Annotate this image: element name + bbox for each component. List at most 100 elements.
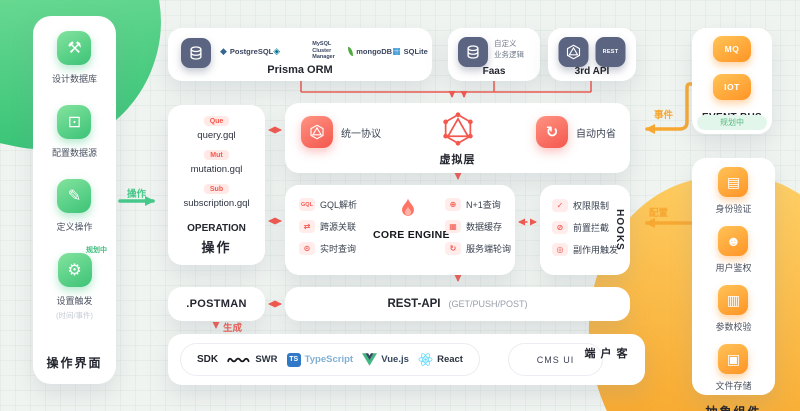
magnifier-icon: ⊕ [445,198,461,211]
feature-label: 服务端轮询 [466,244,512,254]
database-icon [458,37,488,67]
icon-glyph: ⚒ [67,40,82,57]
logo-label: MySQL Cluster Manager [312,41,335,61]
mongodb-logo: mongoDB [348,46,393,56]
panel-item-define-operation: ✎ 定义操作 [56,179,93,233]
rest-badge-label: REST [602,49,619,55]
iot-badge: IOT [713,74,751,100]
client-side-title: 客户端 [583,346,627,361]
storage-icon: ▣ [718,344,749,374]
feature-label: 跨源关联 [320,222,357,232]
postman-title: .POSTMAN [186,298,247,310]
feature-label: 数据缓存 [466,222,503,232]
introspection-refresh-icon: ↻ [536,116,568,148]
panel-item-label: 设置触发 [56,296,93,306]
query-badge: Que [203,116,230,126]
bar-chart-icon: ▥ [718,285,749,315]
icon-glyph: ↻ [545,124,559,141]
subscription-badge: Sub [203,184,230,194]
virtual-layer-card: 统一协议 ↻ 自动内省 虚拟层 [285,103,630,173]
target-icon: ◎ [552,243,568,256]
feature-n1-query: ⊕N+1查询 [445,198,511,211]
operation-card: Que query.gql Mut mutation.gql Sub subsc… [168,105,265,265]
icon-glyph: ▤ [726,173,741,190]
rest-api-methods: (GET/PUSH/POST) [448,299,528,309]
gql-badge-icon: GQL [299,198,315,211]
faas-card: 自定义 业务逻辑 Faas [448,28,540,81]
feature-label: GQL解析 [320,200,358,210]
unified-protocol-feature: 统一协议 [301,116,381,148]
third-api-icons: REST [558,37,626,67]
panel-item-label: 配置数据源 [51,148,97,158]
panel-item-set-trigger: 规划中 ⚙ 设置触发 (时间/事件) [55,247,107,321]
abstract-item-label: 身份验证 [715,204,752,214]
operation-panel-card: ⚒ 设计数据库 ⊡ 配置数据源 ✎ 定义操作 规划中 ⚙ 设置触发 (时间/事件… [33,16,116,384]
feature-pre-intercept: ⊘前置拦截 [552,221,618,234]
arrow-label-config: 配置 [649,208,669,219]
icon-glyph: ⚙ [67,262,82,279]
graphql-protocol-icon [301,116,333,148]
react-label: React [437,354,463,365]
icon-glyph: ☻ [726,233,741,249]
abstract-components-card: ▤ 身份验证 ☻ 用户鉴权 ▥ 参数校验 ▣ 文件存储 抽象组件 [692,158,775,411]
prisma-card-title: Prisma ORM [267,64,333,76]
core-engine-title: CORE ENGINE [373,229,450,241]
database-logos: ◆PostgreSQL ◈ MySQL Cluster Manager mongo… [220,36,428,66]
flame-icon [402,198,414,216]
abstract-components-title: 抽象组件 [705,403,761,411]
mutation-badge: Mut [204,150,229,160]
left-panel-title: 操作界面 [46,356,103,370]
panel-item-config-source: ⊡ 配置数据源 [52,105,97,159]
abstract-item-param-check: ▥ 参数校验 [715,285,752,333]
icon-glyph: ▣ [726,350,741,367]
graphql-logo [439,110,477,153]
vue-icon [362,353,378,366]
sdk-label: SDK [197,354,219,365]
abstract-item-label: 用户鉴权 [715,263,752,273]
panel-item-label: 设计数据库 [51,74,97,84]
third-api-card: REST 3rd API [548,28,636,81]
arrow-label-generate: 生成 [223,323,243,334]
gear-icon: ⚙ [57,253,92,287]
react-logo: React [418,352,463,367]
faas-title: Faas [482,66,506,77]
auto-introspection-label: 自动内省 [576,128,616,140]
logo-label: SQLite [403,46,428,56]
cache-grid-icon: ▦ [445,220,461,233]
icon-glyph: ▥ [726,291,741,308]
client-libs-pill: SDK SWR TS TypeScript Vue.js [180,343,480,376]
abstract-item-label: 参数校验 [715,322,752,332]
mongodb-leaf-icon [348,46,354,56]
logo-label: mongoDB [356,46,393,56]
postgresql-logo: ◆PostgreSQL [220,46,274,56]
feature-label: 副作用触发 [573,245,619,255]
pencil-icon: ✎ [57,179,92,213]
unified-protocol-label: 统一协议 [341,128,381,140]
sqlite-icon: ▦ [392,45,401,56]
prisma-orm-card: ◆PostgreSQL ◈ MySQL Cluster Manager mongo… [168,28,432,81]
virtual-layer-title: 虚拟层 [439,154,476,166]
abstract-item-file-storage: ▣ 文件存储 [715,344,752,392]
hooks-title: HOOKS [614,209,625,251]
event-bus-card: MQ IOT EVENT BUS 规划中 [692,28,772,134]
vue-label: Vue.js [381,354,409,365]
faas-note-line2: 业务逻辑 [494,49,524,59]
live-query-icon: ⊙ [299,242,315,255]
database-icon [181,38,211,68]
arrow-label-operate: 操作 [127,189,147,200]
swr-squiggle-icon [227,357,250,362]
feature-label: 实时查询 [320,244,357,254]
logo-label: PostgreSQL [229,46,274,56]
vue-logo: Vue.js [362,353,409,366]
feature-server-polling: ↻服务端轮询 [445,242,511,255]
mysql-icon: ◈ [273,45,281,56]
operation-title-zh: 操作 [201,240,232,255]
query-file: query.gql [197,130,236,141]
core-engine-center: CORE ENGINE [373,196,450,241]
trigger-note: (时间/事件) [55,311,94,320]
third-api-title: 3rd API [574,66,610,77]
abstract-item-user-auth: ☻ 用户鉴权 [715,226,752,274]
ts-badge-icon: TS [286,352,301,367]
faas-note: 自定义 业务逻辑 [494,39,524,60]
